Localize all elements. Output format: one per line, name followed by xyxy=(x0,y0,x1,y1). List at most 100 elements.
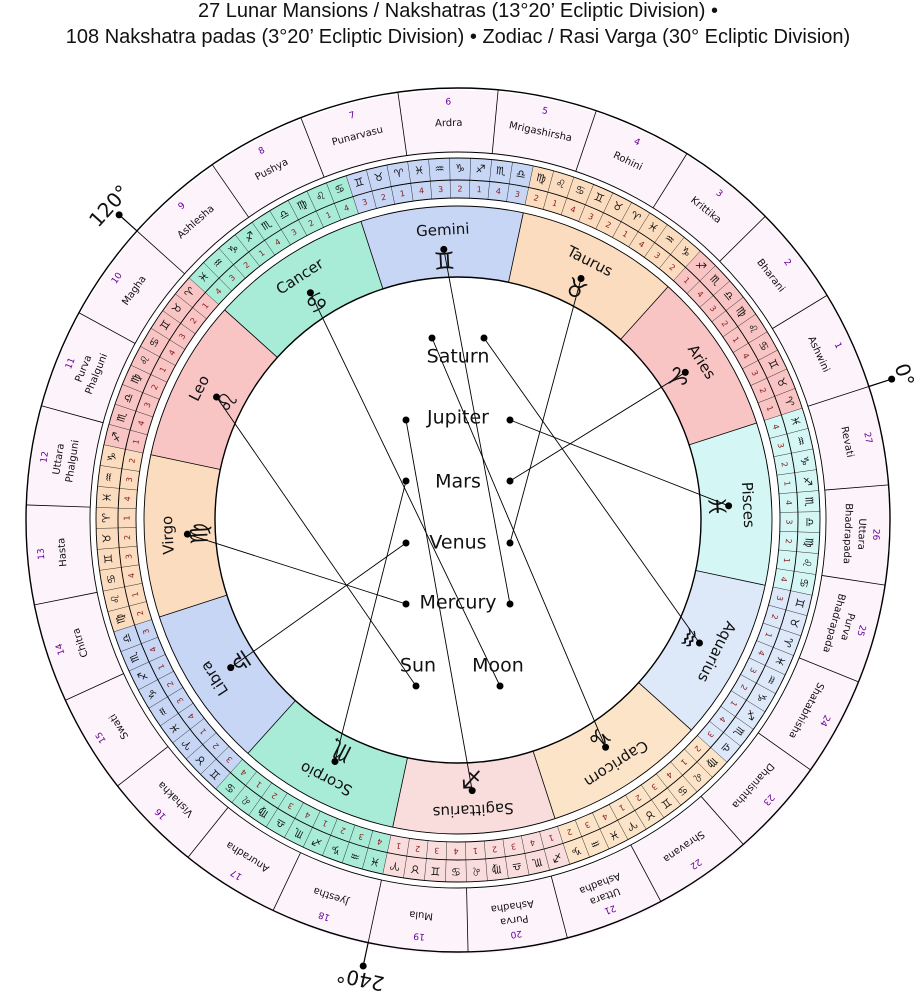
pada-number: 4 xyxy=(569,205,577,215)
sign-glyph: ♓︎ xyxy=(702,495,731,518)
pada-sign-glyph: ♈︎ xyxy=(393,166,405,180)
pada-number: 1 xyxy=(730,335,740,344)
pada-divider xyxy=(670,761,698,792)
saturn-rulership-line xyxy=(483,337,700,644)
pada-cell xyxy=(641,773,681,818)
mercury-dot xyxy=(506,600,514,608)
nakshatra-number: 7 xyxy=(348,111,356,122)
pada-divider xyxy=(640,784,665,818)
planet-label-moon: Moon xyxy=(472,655,524,677)
mercury-rulership-line xyxy=(187,533,407,605)
pada-cell xyxy=(656,761,698,806)
degree-marker-line xyxy=(118,214,138,232)
pada-sign-glyph: ♍︎ xyxy=(491,862,502,876)
pada-cell xyxy=(773,448,817,476)
nakshatra-number: 11 xyxy=(64,356,78,370)
nakshatra-number: 24 xyxy=(817,713,831,728)
pada-cell xyxy=(778,531,820,554)
rulership-line-layer xyxy=(115,211,896,970)
pada-cell xyxy=(113,619,159,652)
pada-number: 4 xyxy=(784,500,793,506)
pada-cell xyxy=(699,280,744,322)
pada-cell xyxy=(612,202,650,247)
pada-number: 2 xyxy=(784,538,793,544)
pada-divider xyxy=(428,159,433,200)
pada-divider xyxy=(103,444,144,454)
nakshatra-divider xyxy=(65,673,124,701)
pada-divider xyxy=(218,248,246,279)
pada-cell xyxy=(750,368,796,403)
pada-cell xyxy=(175,277,219,319)
mars-rulership-line xyxy=(334,480,407,762)
pada-divider xyxy=(521,835,530,875)
pada-cell xyxy=(96,527,138,550)
pada-cell xyxy=(659,237,701,281)
pada-divider xyxy=(722,313,756,338)
nakshatra-divider xyxy=(41,405,104,424)
pada-cell xyxy=(521,831,550,875)
ring-outline xyxy=(143,205,773,835)
pada-divider xyxy=(768,604,808,616)
pada-number: 1 xyxy=(156,663,166,672)
pada-number: 3 xyxy=(775,595,785,602)
pada-number: 1 xyxy=(679,757,689,767)
pada-sign-glyph: ♏︎ xyxy=(126,650,142,664)
pada-number: 2 xyxy=(667,263,677,273)
pada-divider xyxy=(215,759,243,790)
pada-cell xyxy=(346,169,377,214)
pada-number: 4 xyxy=(529,838,536,848)
sign-divider xyxy=(360,221,384,290)
pada-number: 4 xyxy=(717,714,727,723)
pada-number: 3 xyxy=(749,369,759,378)
sun-sign-dot xyxy=(213,393,221,401)
pada-divider xyxy=(138,670,174,691)
pada-number: 4 xyxy=(167,348,177,357)
pada-divider xyxy=(403,838,410,878)
pada-divider xyxy=(483,840,488,881)
pada-sign-glyph: ♍︎ xyxy=(535,171,548,186)
pada-divider xyxy=(608,804,629,840)
pada-number: 2 xyxy=(604,220,613,230)
pada-number: 3 xyxy=(784,519,793,524)
pada-divider xyxy=(769,428,809,439)
pada-sign-glyph: ♌︎ xyxy=(554,176,567,191)
pada-cell xyxy=(757,388,803,421)
pada-cell xyxy=(561,177,594,222)
pada-cell xyxy=(764,408,809,439)
pada-cell xyxy=(687,265,730,308)
pada-number: 1 xyxy=(473,846,479,855)
pada-cell xyxy=(578,184,613,229)
pada-cell xyxy=(539,826,570,871)
pada-sign-glyph: ♎︎ xyxy=(511,859,523,873)
pada-cell xyxy=(428,158,451,200)
pada-divider xyxy=(386,165,395,205)
sign-glyph: ♍︎ xyxy=(185,522,214,545)
ring-outline xyxy=(135,197,781,843)
mercury-rulership-line xyxy=(443,249,511,605)
pada-number: 4 xyxy=(127,572,137,579)
pada-number: 1 xyxy=(728,699,738,708)
nakshatra-divider xyxy=(757,732,811,771)
pada-divider xyxy=(97,545,138,550)
pada-divider xyxy=(100,465,140,472)
pada-cell xyxy=(97,546,140,571)
jupiter-sign-dot xyxy=(725,502,733,510)
pada-cell xyxy=(709,706,754,747)
pada-divider xyxy=(778,549,819,554)
pada-divider xyxy=(284,802,304,838)
mars-dot xyxy=(506,477,514,485)
pada-number: 1 xyxy=(617,802,626,812)
pada-number: 2 xyxy=(457,184,462,193)
pada-number: 2 xyxy=(150,383,160,391)
pada-sign-glyph: ♏︎ xyxy=(531,855,544,870)
nakshatra-divider xyxy=(397,92,408,156)
pada-divider xyxy=(424,840,429,881)
pada-cell xyxy=(235,222,275,267)
pada-divider xyxy=(96,527,137,529)
pada-cell xyxy=(776,469,819,494)
pada-cell xyxy=(625,784,664,830)
jupiter-sign-dot xyxy=(468,787,476,795)
pada-divider xyxy=(251,222,276,256)
pada-divider xyxy=(107,601,147,612)
nakshatra-divider xyxy=(187,807,229,858)
